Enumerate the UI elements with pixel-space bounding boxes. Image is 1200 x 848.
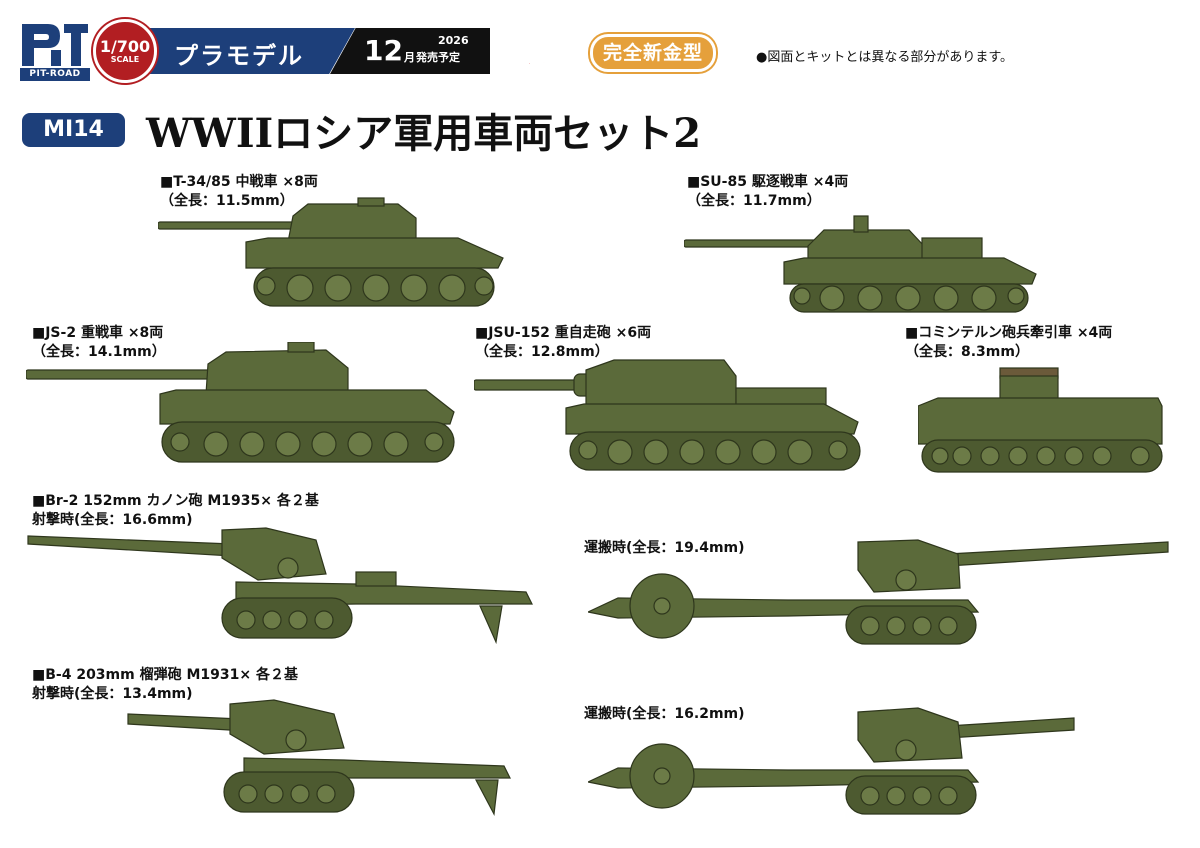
pit-road-logo: PIT-ROAD: [20, 20, 90, 81]
category-banner: プラモデル: [140, 28, 355, 74]
br-2-transport-illustration: [588, 539, 1169, 645]
vehicle-label-jsu152: ■JSU-152 重自走砲 ×6両 （全長：12.8mm）: [475, 324, 651, 362]
br-2-firing-illustration: [27, 527, 533, 645]
release-month: 12: [364, 34, 403, 67]
vehicle-label-js2: ■JS-2 重戦車 ×8両 （全長：14.1mm）: [32, 324, 166, 362]
vehicle-length-transport: 運搬時(全長：19.4mm): [584, 540, 745, 556]
vehicle-label-br2: ■Br-2 152mm カノン砲 M1935× 各２基 射撃時(全長：16.6m…: [32, 492, 319, 530]
vehicle-length-firing: 射撃時(全長：16.6mm): [32, 512, 193, 528]
b-4-firing-illustration: [127, 699, 511, 816]
new-product-badge: 新製品: [498, 41, 573, 70]
vehicle-label-komintern: ■コミンテルン砲兵牽引車 ×4両 （全長：8.3mm）: [905, 324, 1112, 362]
vehicle-length: （全長：12.8mm）: [475, 344, 609, 360]
vehicle-name: ■JS-2 重戦車 ×8両: [32, 325, 164, 341]
release-month-unit: 月: [404, 51, 415, 64]
pit-road-logo-mark-icon: [20, 20, 90, 68]
product-code: MI14: [22, 113, 125, 147]
vehicle-name: ■コミンテルン砲兵牽引車 ×4両: [905, 325, 1113, 341]
category-label: プラモデル: [174, 42, 304, 70]
release-year: 2026: [438, 34, 469, 47]
vehicle-length: （全長：11.7mm）: [687, 193, 821, 209]
new-mold-badge: 完全新金型: [590, 34, 717, 72]
js-2-illustration: [26, 342, 455, 463]
release-date-banner: 12 月 2026 発売予定: [330, 28, 490, 74]
vehicle-length-firing: 射撃時(全長：13.4mm): [32, 686, 193, 702]
vehicle-name: ■Br-2 152mm カノン砲 M1935× 各２基: [32, 493, 319, 509]
release-text: 発売予定: [416, 51, 460, 64]
komintern-tractor-illustration: [918, 367, 1163, 473]
release-banner: プラモデル 12 月 2026 発売予定: [140, 28, 490, 74]
disclaimer-note: ●図面とキットとは異なる部分があります。: [756, 50, 1014, 65]
page-title: WWIIロシア軍用車両セット2: [146, 110, 702, 157]
scale-badge: 1/700 SCALE: [93, 19, 157, 83]
vehicle-length: （全長：14.1mm）: [32, 344, 166, 360]
scale-sub: SCALE: [110, 55, 140, 64]
brand-name: PIT-ROAD: [20, 68, 90, 81]
vehicle-label-su85: ■SU-85 駆逐戦車 ×4両 （全長：11.7mm）: [687, 173, 848, 211]
su-85-illustration: [684, 215, 1037, 313]
vehicle-name: ■B-4 203mm 榴弾砲 M1931× 各２基: [32, 667, 298, 683]
vehicle-label-b4: ■B-4 203mm 榴弾砲 M1931× 各２基 射撃時(全長：13.4mm): [32, 666, 298, 704]
vehicle-label-b4-transport: 運搬時(全長：16.2mm): [584, 705, 745, 724]
vehicle-length: （全長：8.3mm）: [905, 344, 1029, 360]
b-4-transport-illustration: [588, 707, 1075, 815]
t34-85-illustration: [158, 197, 504, 307]
vehicle-name: ■SU-85 駆逐戦車 ×4両: [687, 174, 849, 190]
vehicle-label-t34: ■T-34/85 中戦車 ×8両 （全長：11.5mm）: [160, 173, 318, 211]
vehicle-name: ■T-34/85 中戦車 ×8両: [160, 174, 318, 190]
vehicle-length: （全長：11.5mm）: [160, 193, 294, 209]
scale-main: 1/700: [99, 37, 151, 56]
vehicle-name: ■JSU-152 重自走砲 ×6両: [475, 325, 652, 341]
vehicle-length-transport: 運搬時(全長：16.2mm): [584, 706, 745, 722]
vehicle-label-br2-transport: 運搬時(全長：19.4mm): [584, 539, 745, 558]
jsu-152-illustration: [474, 359, 861, 471]
